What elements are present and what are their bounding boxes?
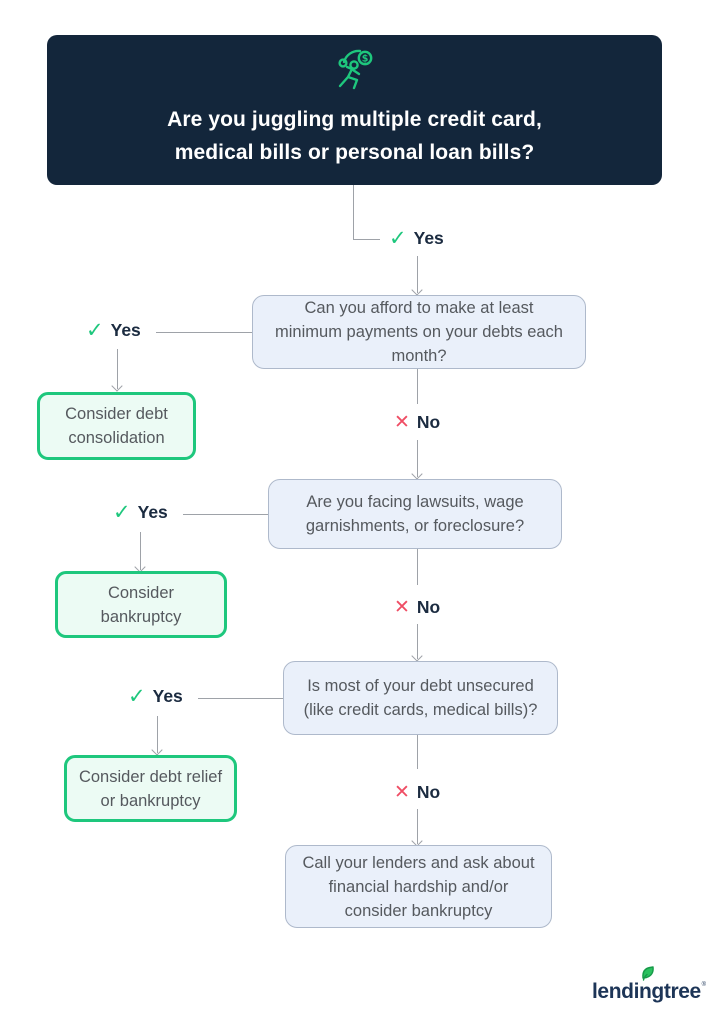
branch-label-yes-1: ✓ Yes <box>86 320 141 341</box>
arrow-down <box>110 349 124 392</box>
header-question-text: Are you juggling multiple credit card, m… <box>167 108 542 164</box>
check-icon: ✓ <box>86 319 104 342</box>
arrow-down <box>410 440 424 480</box>
registered-mark: ® <box>701 982 706 988</box>
lendingtree-logo: lendingtree ® <box>592 965 706 1010</box>
branch-label-yes-2: ✓ Yes <box>113 502 168 523</box>
arrow-down <box>410 256 424 296</box>
arrowhead-icon <box>411 650 423 662</box>
arrowhead-icon <box>411 284 423 296</box>
arrow-down <box>150 716 164 756</box>
connector-header-elbow <box>353 185 380 240</box>
arrow-down <box>410 624 424 662</box>
no-label-text: No <box>416 412 441 432</box>
branch-label-yes-3: ✓ Yes <box>128 686 183 707</box>
arrow-down <box>410 809 424 847</box>
arrow-down <box>133 532 147 573</box>
connector-no-2-top <box>417 549 418 585</box>
yes-label-text: Yes <box>413 228 444 248</box>
cross-icon: ✕ <box>394 782 410 803</box>
connector-yes-2 <box>183 514 268 515</box>
decision-box-2: Are you facing lawsuits, wage garnishmen… <box>268 479 562 549</box>
branch-label-no-1: ✕ No <box>394 412 440 433</box>
logo-wordmark: lendingtree <box>592 980 701 1003</box>
check-icon: ✓ <box>128 685 146 708</box>
no-label-text: No <box>416 597 441 617</box>
connector-yes-1 <box>156 332 252 333</box>
connector-no-3-top <box>417 735 418 769</box>
outcome-box-3: Consider debt relief or bankruptcy <box>64 755 237 822</box>
decision-box-3: Is most of your debt unsecured (like cre… <box>283 661 558 735</box>
cross-icon: ✕ <box>394 597 410 618</box>
yes-label-text: Yes <box>137 502 168 522</box>
outcome-box-2: Consider bankruptcy <box>55 571 227 638</box>
check-icon: ✓ <box>389 227 407 250</box>
arrowhead-icon <box>411 468 423 480</box>
juggler-money-icon: $ <box>332 48 378 95</box>
arrowhead-icon <box>111 380 123 392</box>
yes-label-text: Yes <box>152 686 183 706</box>
branch-label-no-2: ✕ No <box>394 597 440 618</box>
cross-icon: ✕ <box>394 412 410 433</box>
check-icon: ✓ <box>113 501 131 524</box>
outcome-box-1: Consider debt consolidation <box>37 392 196 460</box>
yes-label-text: Yes <box>110 320 141 340</box>
connector-no-1-top <box>417 369 418 404</box>
header-question-card: $ Are you juggling multiple credit card,… <box>47 35 662 185</box>
final-outcome-box: Call your lenders and ask about financia… <box>285 845 552 928</box>
leaf-icon <box>640 965 657 987</box>
branch-label-yes-start: ✓ Yes <box>389 228 444 249</box>
arrowhead-icon <box>151 744 163 756</box>
branch-label-no-3: ✕ No <box>394 782 440 803</box>
decision-box-1: Can you afford to make at least minimum … <box>252 295 586 369</box>
no-label-text: No <box>416 782 441 802</box>
svg-text:$: $ <box>361 53 368 64</box>
connector-yes-3 <box>198 698 283 699</box>
